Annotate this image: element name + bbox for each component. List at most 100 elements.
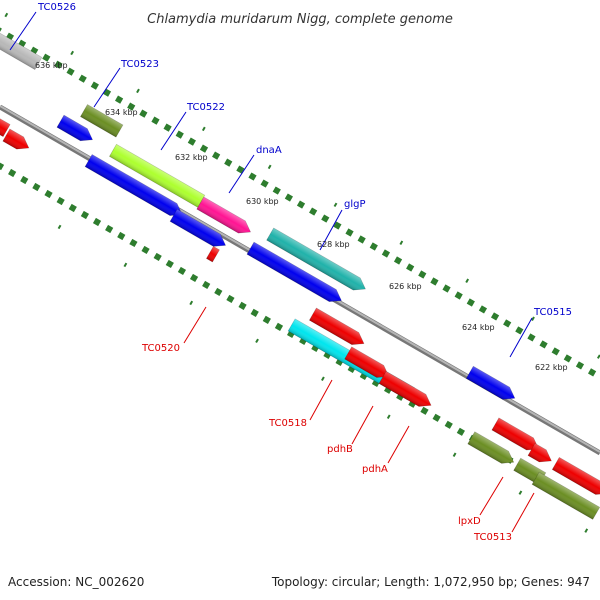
gene-feature[interactable] <box>531 471 600 520</box>
leader-line <box>509 317 533 358</box>
gene-feature[interactable] <box>266 227 369 295</box>
tick-mark <box>177 266 187 276</box>
leader-line <box>228 154 255 194</box>
gene-label-reverse[interactable]: pdhB <box>327 444 353 455</box>
gene-feature[interactable] <box>246 241 345 307</box>
gene-feature[interactable] <box>308 307 367 350</box>
tick-mark <box>399 240 404 246</box>
kbp-label: 634 kbp <box>105 108 138 117</box>
gene-feature[interactable] <box>0 100 11 138</box>
tick-mark <box>442 284 451 293</box>
leader-line <box>387 425 410 464</box>
tick-mark <box>539 340 548 349</box>
tick-mark <box>92 217 102 227</box>
gene-label-reverse[interactable]: pdhA <box>362 464 388 475</box>
tick-mark <box>452 452 457 457</box>
kbp-label: 626 kbp <box>389 282 422 291</box>
leader-line <box>351 405 374 445</box>
kbp-label: 624 kbp <box>462 323 495 332</box>
gene-feature[interactable] <box>378 370 435 411</box>
tick-mark <box>518 490 523 495</box>
gene-feature[interactable] <box>527 442 555 467</box>
leader-line <box>93 67 121 108</box>
kbp-label: 630 kbp <box>246 197 279 206</box>
tick-mark <box>8 168 17 178</box>
tick-mark <box>584 528 589 533</box>
tick-mark <box>163 123 172 132</box>
tick-mark <box>321 214 330 223</box>
tick-mark <box>56 196 65 206</box>
gene-feature[interactable] <box>196 196 254 238</box>
gene-feature[interactable] <box>56 114 96 146</box>
gene-label-forward[interactable]: TC0522 <box>186 102 225 113</box>
gene-feature[interactable] <box>551 456 600 499</box>
tick-mark <box>68 203 77 213</box>
gene-feature[interactable] <box>206 245 220 263</box>
gene-feature[interactable] <box>80 104 124 138</box>
tick-mark <box>250 308 259 318</box>
tick-mark <box>381 249 391 258</box>
tick-mark <box>393 256 403 265</box>
tick-mark <box>248 172 257 181</box>
gene-feature[interactable] <box>169 208 229 251</box>
tick-mark <box>420 406 429 415</box>
gene-feature[interactable] <box>467 431 517 469</box>
gene-label-reverse[interactable]: lpxD <box>458 516 481 527</box>
reverse-gene-labels: TC0520 TC0518 pdhB pdhA lpxD TC0513 <box>141 343 512 543</box>
tick-mark <box>90 81 99 90</box>
gene-label-reverse[interactable]: TC0520 <box>141 343 180 354</box>
tick-mark <box>406 263 415 272</box>
tick-mark <box>386 414 391 419</box>
tick-mark <box>551 347 560 356</box>
tick-mark <box>432 413 441 422</box>
tick-mark <box>115 95 124 104</box>
kbp-labels: 636 kbp 634 kbp 632 kbp 630 kbp 628 kbp … <box>35 61 568 372</box>
forward-gene-labels: TC0526 TC0523 TC0522 dnaA glgP TC0515 <box>37 2 572 318</box>
tick-mark <box>187 137 196 146</box>
tick-mark <box>20 175 29 185</box>
tick-mark <box>202 280 211 290</box>
gene-label-forward[interactable]: TC0515 <box>533 307 572 318</box>
tick-mark <box>575 361 585 370</box>
gene-label-forward[interactable]: dnaA <box>256 145 282 156</box>
gene-features <box>0 31 600 520</box>
tick-mark <box>4 12 9 18</box>
tick-mark <box>260 179 269 188</box>
gene-label-reverse[interactable]: TC0513 <box>473 532 512 543</box>
tick-mark <box>117 231 126 241</box>
gene-label-forward[interactable]: TC0526 <box>37 2 76 13</box>
tick-mark <box>141 245 150 255</box>
tick-mark <box>226 294 235 304</box>
gene-label-forward[interactable]: glgP <box>344 199 366 210</box>
gene-feature[interactable] <box>0 31 43 70</box>
tick-mark <box>503 319 512 328</box>
leader-line <box>319 209 343 251</box>
tick-mark <box>418 270 427 279</box>
tick-mark <box>587 368 597 377</box>
tick-mark <box>490 312 500 321</box>
gene-feature[interactable] <box>465 365 518 404</box>
tick-mark <box>201 126 206 132</box>
gene-label-forward[interactable]: TC0523 <box>120 59 159 70</box>
kbp-label: 636 kbp <box>35 61 68 70</box>
leader-line <box>479 476 504 516</box>
tick-mark <box>136 88 140 94</box>
tick-mark <box>515 326 524 335</box>
gene-label-reverse[interactable]: TC0518 <box>268 418 307 429</box>
tick-mark <box>214 287 223 297</box>
tick-mark <box>212 151 221 160</box>
tick-mark <box>54 60 63 69</box>
tick-mark <box>238 301 247 311</box>
tick-mark <box>309 207 318 216</box>
label-leader-lines <box>9 11 535 533</box>
tick-mark <box>333 221 342 230</box>
tick-mark <box>175 130 184 139</box>
tick-mark <box>527 333 536 342</box>
tick-mark <box>70 50 75 56</box>
tick-mark <box>454 291 463 300</box>
tick-mark <box>466 298 475 307</box>
gene-feature[interactable] <box>2 128 33 154</box>
tick-mark <box>531 316 535 321</box>
kbp-label: 632 kbp <box>175 153 208 162</box>
gene-feature[interactable] <box>109 143 206 208</box>
